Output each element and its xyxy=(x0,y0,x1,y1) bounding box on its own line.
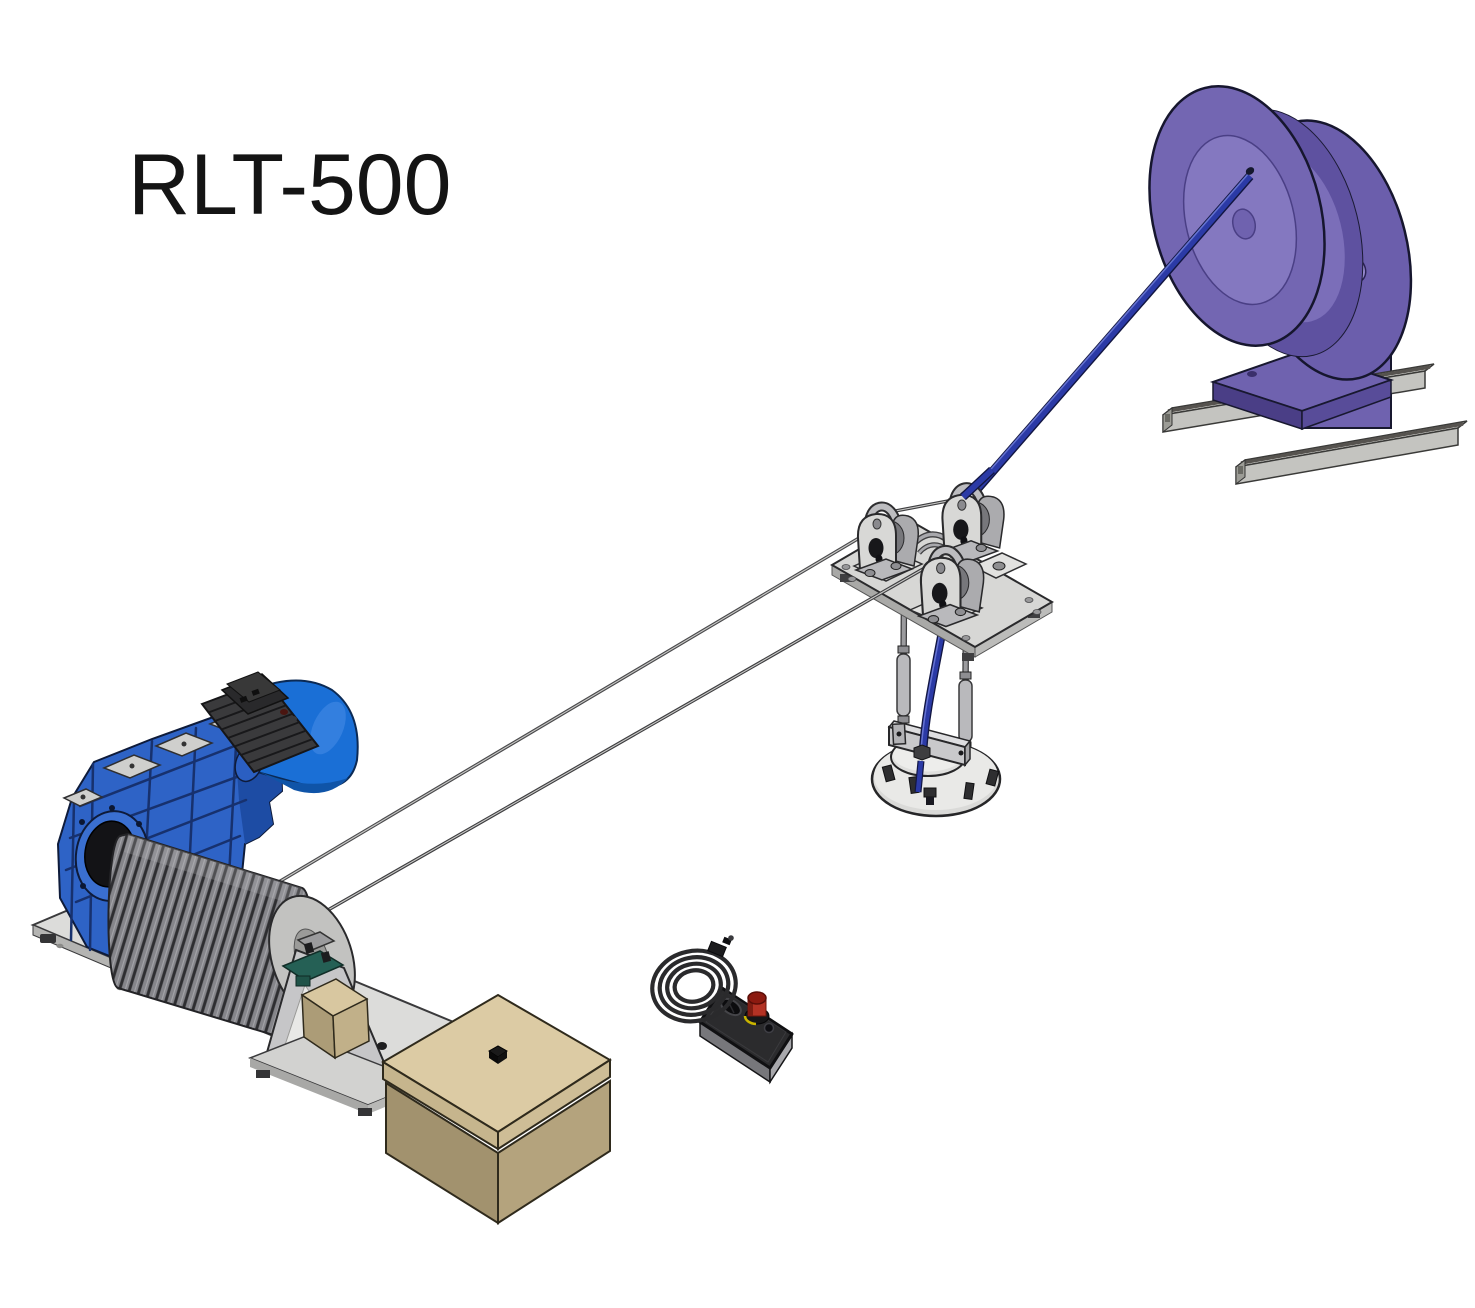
plate-hole xyxy=(847,576,857,582)
reel-rail-front xyxy=(1235,420,1468,486)
plate-foot xyxy=(840,574,852,582)
aux-button xyxy=(763,1022,775,1034)
platform-bracket xyxy=(963,781,975,801)
cable-gland-nut xyxy=(913,744,931,761)
load-platform-assembly xyxy=(870,544,1002,818)
diagram-title: RLT-500 xyxy=(128,137,452,233)
pendant-coiled-cord xyxy=(650,948,738,1024)
sheave-block-left xyxy=(856,506,918,580)
cable-gland xyxy=(488,1045,508,1064)
reel-front-hub xyxy=(1231,208,1257,240)
platform-bracket xyxy=(881,764,896,783)
cable-termination xyxy=(923,787,937,798)
plate-hole xyxy=(961,635,971,641)
cable-termination-tip xyxy=(926,797,934,805)
plate-foot xyxy=(962,653,974,661)
pendant-control xyxy=(650,935,794,1085)
wire-ropes xyxy=(271,498,954,912)
limit-switch-box xyxy=(300,978,387,1060)
sheave-block-front xyxy=(919,550,984,626)
cable-storage-reel xyxy=(1148,85,1468,486)
plate-hole xyxy=(841,564,851,570)
junction-box xyxy=(381,993,612,1225)
platform-bracket xyxy=(985,768,1000,787)
pad-bolt xyxy=(992,561,1006,571)
supply-cable-over-sheave xyxy=(960,466,995,501)
base-foot xyxy=(40,934,56,943)
cable-end-tip xyxy=(1245,167,1255,175)
supply-cable xyxy=(969,167,1255,497)
estop-button xyxy=(743,991,770,1026)
winch-assembly xyxy=(30,671,471,1116)
winch-motor xyxy=(200,671,359,794)
plate-hole xyxy=(1032,609,1042,615)
cord-connector xyxy=(707,935,734,958)
plate-hole xyxy=(1024,597,1034,603)
turnbuckle-left xyxy=(896,597,911,735)
sheave-blocks xyxy=(856,466,1004,626)
